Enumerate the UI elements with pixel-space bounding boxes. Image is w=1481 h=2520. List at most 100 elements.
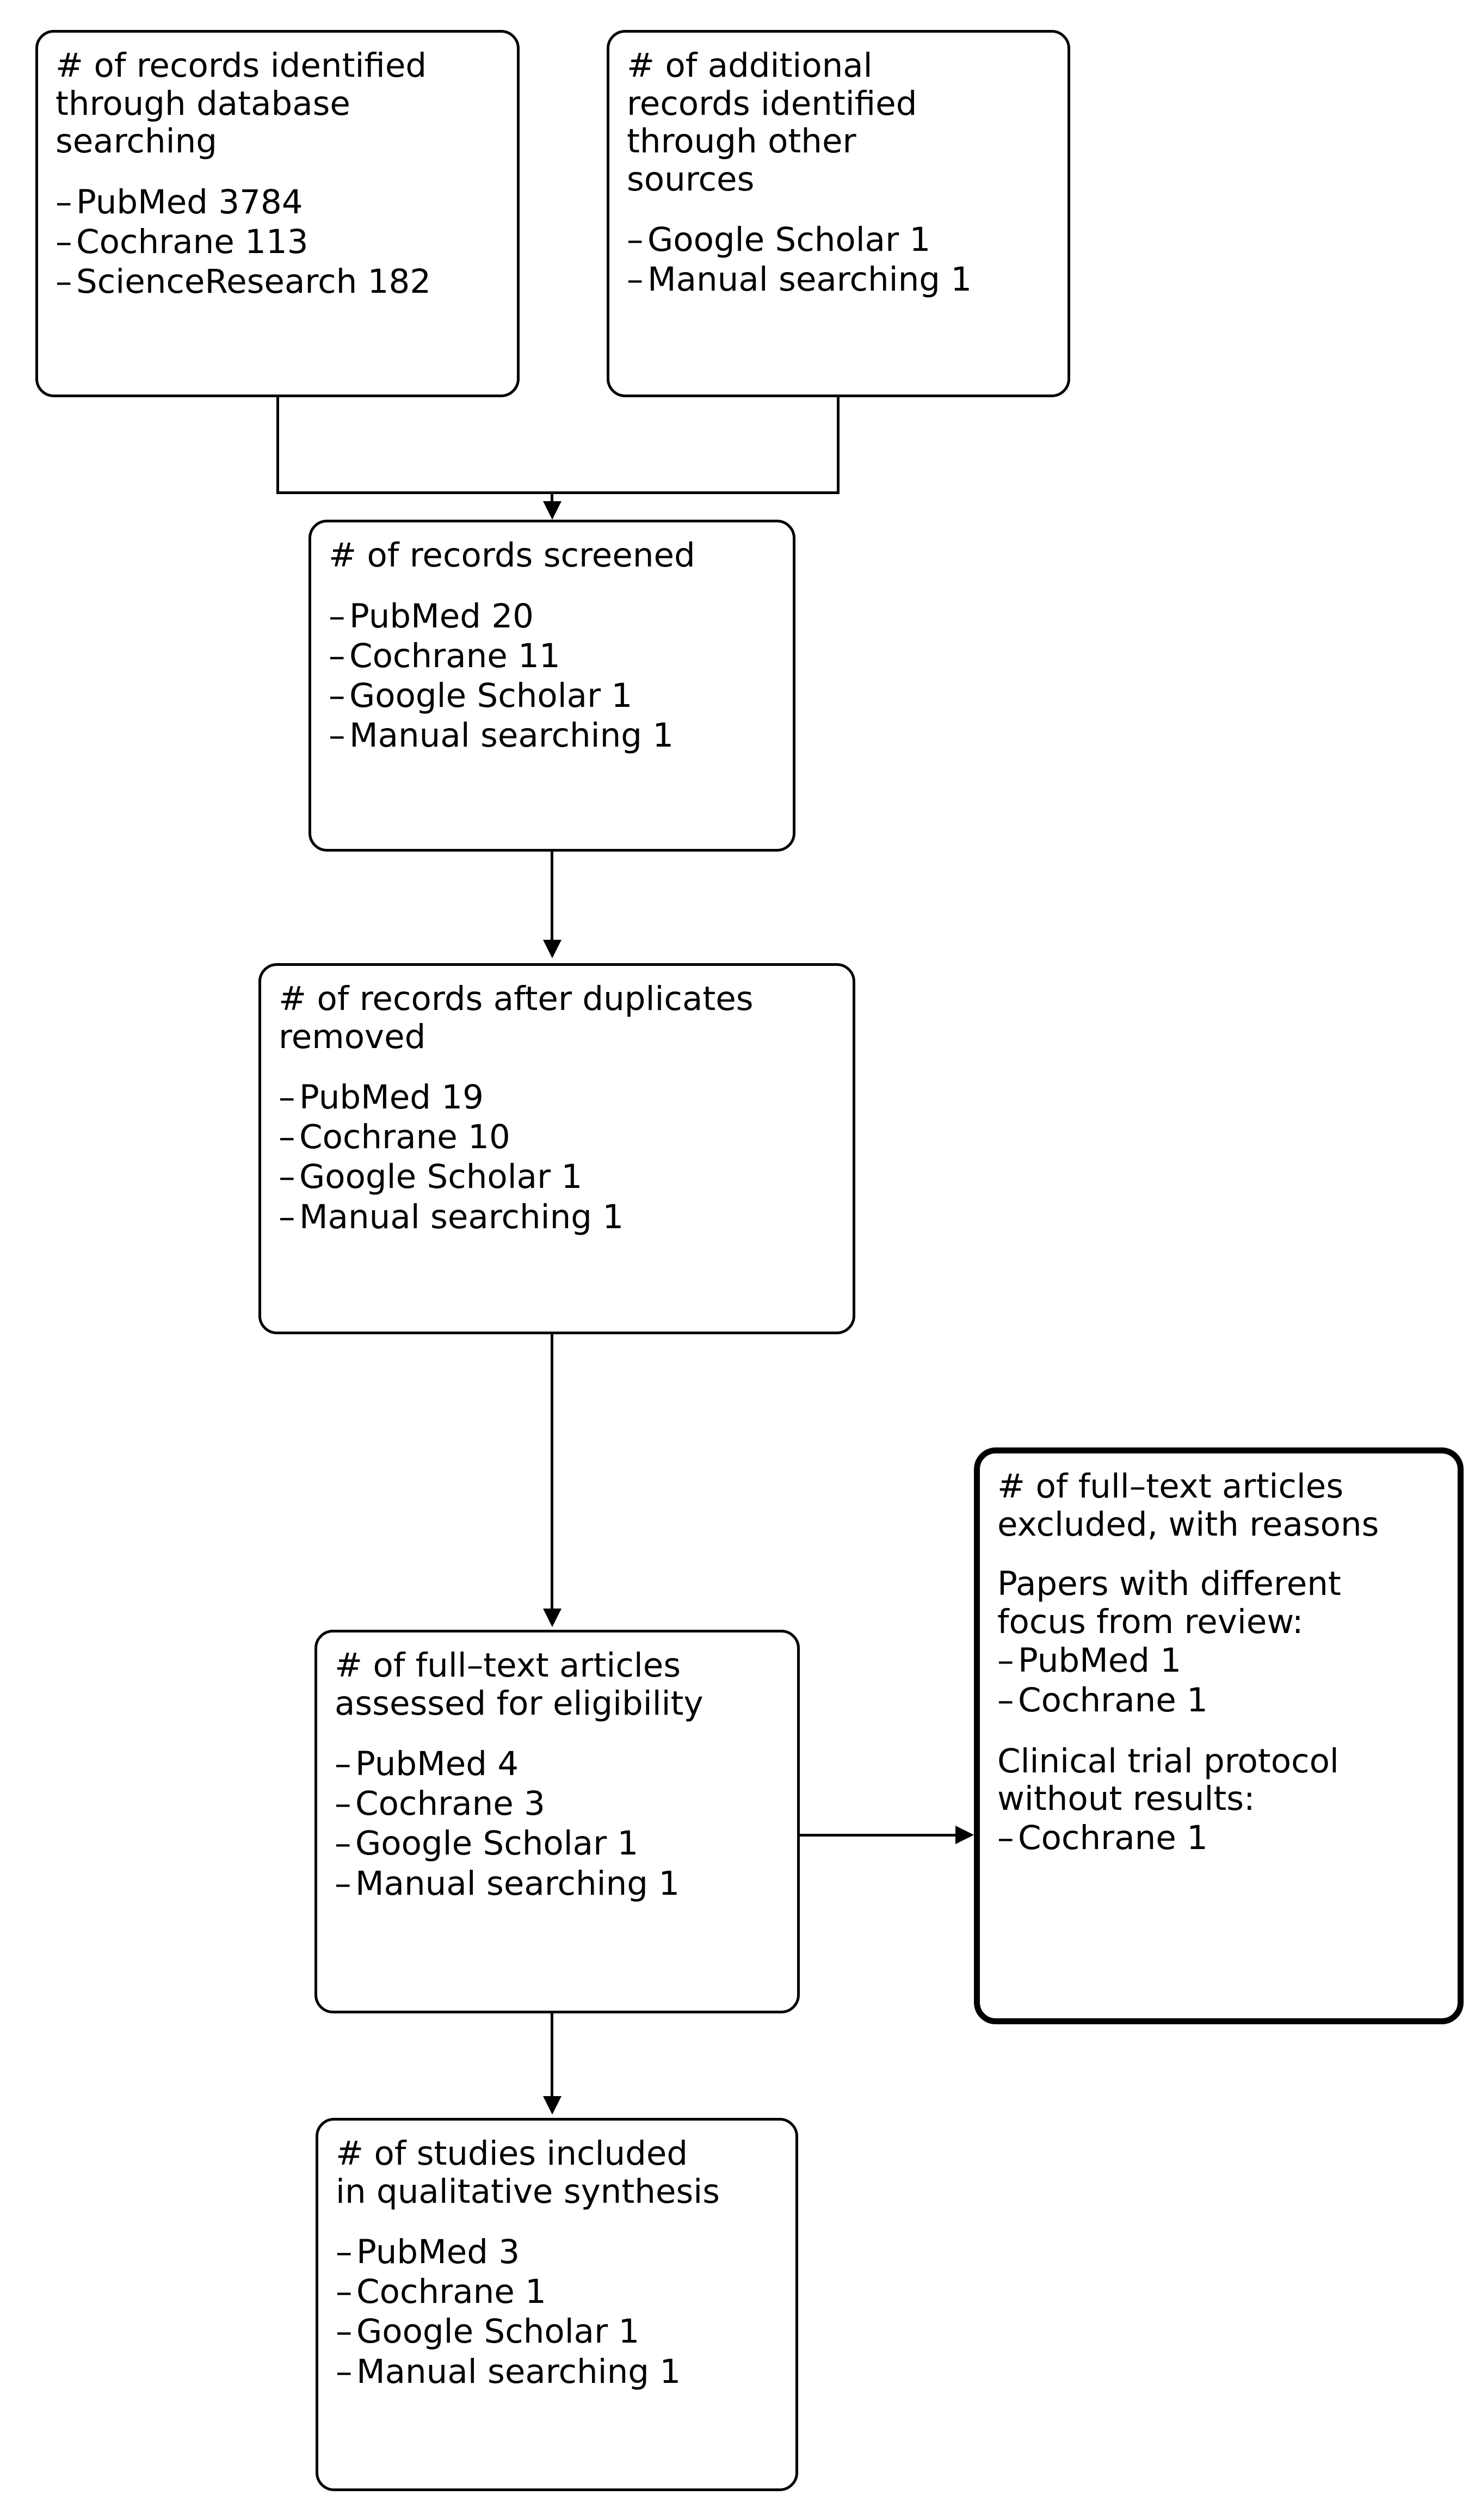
spacer — [627, 198, 1051, 220]
node-title: # of studies included in qualitative syn… — [336, 2134, 720, 2211]
list-item-label: Manual searching 1 — [299, 1197, 624, 1236]
node-records-screened[interactable]: # of records screened –PubMed 20 –Cochra… — [308, 520, 795, 852]
connector-line-screened-to-duplicates — [551, 852, 553, 943]
bullet-dash: – — [336, 2312, 353, 2351]
spacer — [55, 161, 501, 182]
list-item: –PubMed 4 — [335, 1744, 781, 1784]
bullet-dash: – — [329, 636, 345, 675]
list-item: –PubMed 3784 — [55, 182, 501, 222]
connector-line-merge-horizontal — [276, 491, 840, 494]
node-fulltext-assessed[interactable]: # of full–text articles assessed for eli… — [314, 1630, 800, 2013]
spacer — [336, 2210, 779, 2232]
spacer — [997, 1543, 1441, 1565]
list-item: –Cochrane 1 — [336, 2272, 779, 2312]
bullet-dash: – — [329, 596, 345, 636]
list-item: –ScienceResearch 182 — [55, 262, 501, 301]
list-item-label: Manual searching 1 — [356, 2352, 681, 2391]
list-item: –Cochrane 1 — [997, 1818, 1441, 1858]
list-item: –PubMed 20 — [329, 596, 776, 636]
bullet-dash: – — [335, 1824, 351, 1863]
list-item-label: Google Scholar 1 — [355, 1824, 639, 1863]
spacer — [329, 575, 776, 596]
list-item-label: Cochrane 1 — [1018, 1681, 1208, 1720]
bullet-dash: – — [55, 182, 72, 221]
spacer — [335, 1722, 781, 1744]
node-identified-other[interactable]: # of additional records identified throu… — [607, 30, 1070, 397]
list-item: –Cochrane 3 — [335, 1784, 781, 1823]
list-item: –PubMed 19 — [279, 1077, 836, 1117]
bullet-dash: – — [336, 2352, 353, 2391]
connector-line-eligibility-to-excluded — [800, 1834, 958, 1837]
node-identified-database[interactable]: # of records identified through database… — [35, 30, 520, 397]
list-item: –Manual searching 1 — [627, 260, 1051, 299]
list-item: –Manual searching 1 — [336, 2352, 779, 2392]
connector-line-db-down — [276, 397, 279, 494]
spacer — [997, 1721, 1441, 1742]
bullet-dash: – — [335, 1784, 351, 1823]
list-item: –Google Scholar 1 — [335, 1823, 781, 1863]
connector-line-duplicates-to-eligibility — [551, 1334, 553, 1612]
bullet-dash: – — [279, 1197, 295, 1236]
node-duplicates-removed[interactable]: # of records after duplicates removed –P… — [258, 963, 855, 1334]
node-studies-included[interactable]: # of studies included in qualitative syn… — [316, 2118, 798, 2491]
exclusion-reason-1-list: –PubMed 1 –Cochrane 1 — [997, 1641, 1441, 1720]
list-item-label: Cochrane 10 — [299, 1118, 510, 1157]
list-item-label: PubMed 3 — [356, 2233, 520, 2272]
list-item: –Google Scholar 1 — [627, 220, 1051, 260]
list-item: –Google Scholar 1 — [336, 2312, 779, 2351]
bullet-dash: – — [627, 220, 644, 260]
bullet-dash: – — [997, 1641, 1014, 1680]
connector-line-eligibility-to-included — [551, 2013, 553, 2099]
list-item: –Cochrane 10 — [279, 1117, 836, 1157]
list-item: –Cochrane 1 — [997, 1680, 1441, 1720]
exclusion-reason-2-list: –Cochrane 1 — [997, 1818, 1441, 1858]
arrowhead-to-excluded — [955, 1826, 974, 1844]
list-item-label: PubMed 19 — [299, 1078, 484, 1117]
node-item-list: –PubMed 3 –Cochrane 1 –Google Scholar 1 … — [336, 2232, 779, 2392]
list-item: –Cochrane 113 — [55, 222, 501, 262]
bullet-dash: – — [997, 1818, 1014, 1857]
bullet-dash: – — [329, 716, 345, 755]
node-item-list: –PubMed 19 –Cochrane 10 –Google Scholar … — [279, 1077, 836, 1237]
node-title: # of full–text articles excluded, with r… — [997, 1467, 1379, 1544]
list-item-label: PubMed 20 — [349, 596, 534, 636]
bullet-dash: – — [335, 1864, 351, 1903]
list-item-label: Google Scholar 1 — [349, 676, 633, 715]
node-title: # of additional records identified throu… — [627, 46, 917, 199]
bullet-dash: – — [335, 1745, 351, 1784]
node-title: # of full–text articles assessed for eli… — [335, 1646, 704, 1723]
list-item: –Manual searching 1 — [279, 1197, 836, 1237]
bullet-dash: – — [279, 1118, 295, 1157]
list-item-label: ScienceResearch 182 — [76, 262, 431, 301]
bullet-dash: – — [627, 260, 644, 299]
list-item-label: Cochrane 1 — [1018, 1818, 1208, 1857]
spacer — [279, 1056, 836, 1077]
list-item-label: Google Scholar 1 — [299, 1157, 583, 1197]
list-item-label: Cochrane 1 — [356, 2272, 546, 2312]
list-item-label: Manual searching 1 — [647, 260, 972, 299]
node-title: # of records after duplicates removed — [279, 979, 754, 1056]
bullet-dash: – — [336, 2233, 353, 2272]
list-item: –Manual searching 1 — [335, 1864, 781, 1903]
list-item-label: Manual searching 1 — [349, 716, 674, 755]
list-item-label: Cochrane 3 — [355, 1784, 545, 1823]
node-item-list: –PubMed 4 –Cochrane 3 –Google Scholar 1 … — [335, 1744, 781, 1903]
bullet-dash: – — [279, 1078, 295, 1117]
list-item-label: Google Scholar 1 — [647, 220, 931, 260]
list-item: –Google Scholar 1 — [279, 1157, 836, 1197]
node-title: # of records screened — [329, 536, 695, 575]
exclusion-reason-2-label: Clinical trial protocol without results: — [997, 1741, 1339, 1819]
bullet-dash: – — [55, 262, 72, 301]
list-item-label: Cochrane 113 — [76, 222, 308, 261]
bullet-dash: – — [329, 676, 345, 715]
bullet-dash: – — [55, 222, 72, 261]
node-fulltext-excluded[interactable]: # of full–text articles excluded, with r… — [974, 1447, 1464, 2024]
arrowhead-to-screened — [543, 501, 561, 520]
exclusion-reason-1-label: Papers with different focus from review: — [997, 1564, 1341, 1641]
list-item-label: PubMed 4 — [355, 1745, 519, 1784]
list-item-label: Cochrane 11 — [349, 636, 560, 675]
node-title: # of records identified through database… — [55, 46, 427, 161]
list-item-label: PubMed 3784 — [76, 182, 303, 221]
bullet-dash: – — [997, 1681, 1014, 1720]
